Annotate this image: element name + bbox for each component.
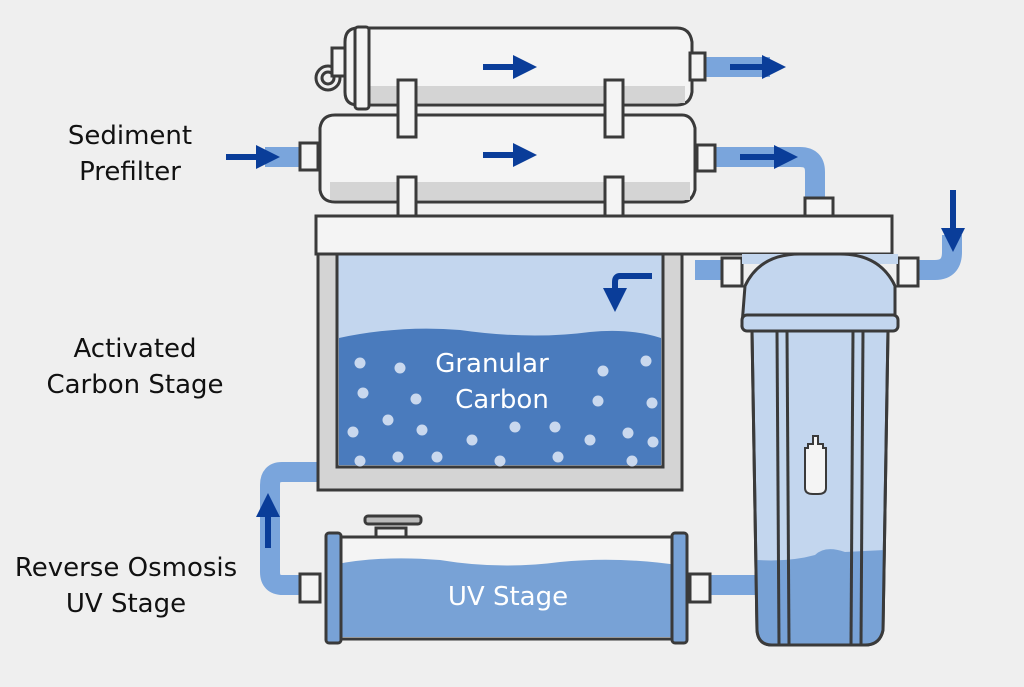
carbon-granule: [416, 424, 428, 436]
mid-outlet-pipe: [715, 147, 825, 200]
right-inlet-pipe: [910, 235, 962, 280]
ro-uv-label: Reverse Osmosis UV Stage: [0, 550, 252, 622]
carbon-label-line2: Carbon Stage: [46, 370, 224, 400]
granular-label-1: Granular: [435, 349, 549, 379]
sediment-prefilter-label: Sediment Prefilter: [40, 118, 220, 190]
uv-stage-label: UV Stage: [448, 582, 568, 612]
carbon-granule: [552, 451, 564, 463]
carbon-granule: [597, 365, 609, 377]
sediment-label-line2: Prefilter: [79, 157, 181, 187]
carbon-granule: [509, 421, 521, 433]
sediment-cartridge: [298, 78, 717, 219]
ro-label-line1: Reverse Osmosis: [14, 553, 238, 583]
carbon-granule: [382, 414, 394, 426]
carbon-granule: [354, 357, 366, 369]
carbon-granule: [626, 455, 638, 467]
mounting-bracket: [314, 214, 894, 256]
carbon-granule: [640, 355, 652, 367]
return-loop-pipe: [260, 462, 318, 595]
ro-label-line2: UV Stage: [65, 589, 187, 619]
flow-arrow-down-bend: [603, 273, 652, 312]
carbon-granule: [646, 397, 658, 409]
manifold-port: [803, 196, 835, 218]
carbon-granule: [410, 393, 422, 405]
carbon-granule: [431, 451, 443, 463]
sediment-label-line1: Sediment: [67, 121, 193, 151]
housing-filter: [720, 252, 920, 647]
carbon-stage-label: Activated Carbon Stage: [20, 331, 250, 403]
carbon-granule: [357, 387, 369, 399]
carbon-tank: Granular Carbon: [316, 252, 684, 492]
carbon-granule: [392, 451, 404, 463]
granular-label-2: Carbon: [455, 385, 549, 415]
carbon-granule: [466, 434, 478, 446]
indicator-icon: [804, 435, 827, 495]
carbon-granule: [592, 395, 604, 407]
carbon-granule: [549, 421, 561, 433]
carbon-granule: [347, 426, 359, 438]
carbon-label-line1: Activated: [73, 334, 197, 364]
carbon-granule: [622, 427, 634, 439]
carbon-granule: [494, 455, 506, 467]
carbon-granule: [647, 436, 659, 448]
uv-stage: UV Stage: [298, 514, 712, 645]
carbon-granule: [354, 455, 366, 467]
flow-arrows: [226, 55, 965, 548]
carbon-granule: [394, 362, 406, 374]
carbon-granule: [584, 434, 596, 446]
